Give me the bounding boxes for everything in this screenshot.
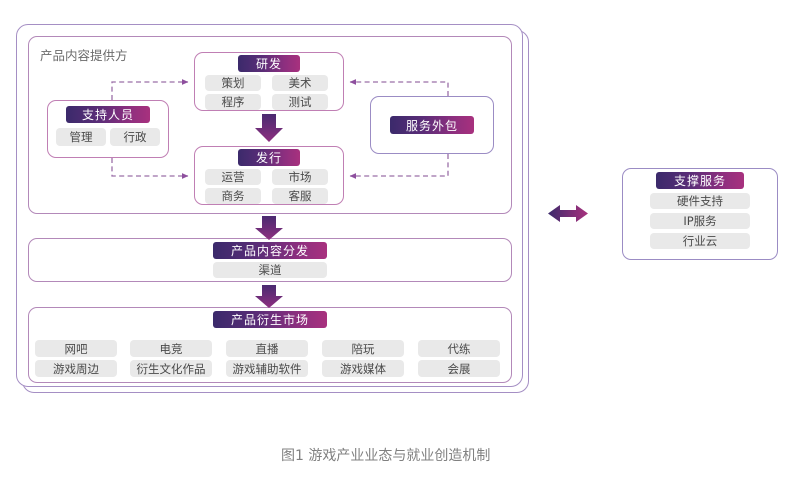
badge-publishing: 发行 bbox=[238, 149, 300, 166]
chip-support-staff-1[interactable]: 行政 bbox=[110, 128, 160, 146]
chip-support-services-1[interactable]: IP服务 bbox=[650, 213, 750, 229]
badge-outsourcing: 服务外包 bbox=[390, 116, 474, 134]
provider-section-label: 产品内容提供方 bbox=[40, 48, 128, 63]
chip-derivative-r2-4[interactable]: 会展 bbox=[418, 360, 500, 377]
chip-rd-3[interactable]: 测试 bbox=[272, 94, 328, 110]
chip-derivative-r2-0[interactable]: 游戏周边 bbox=[35, 360, 117, 377]
chip-derivative-r1-0[interactable]: 网吧 bbox=[35, 340, 117, 357]
chip-derivative-r1-3[interactable]: 陪玩 bbox=[322, 340, 404, 357]
badge-distribution: 产品内容分发 bbox=[213, 242, 327, 259]
chip-support-services-2[interactable]: 行业云 bbox=[650, 233, 750, 249]
chip-publishing-0[interactable]: 运营 bbox=[205, 169, 261, 185]
arrow-bidirectional-support bbox=[548, 205, 588, 222]
chip-rd-2[interactable]: 程序 bbox=[205, 94, 261, 110]
chip-support-services-0[interactable]: 硬件支持 bbox=[650, 193, 750, 209]
chip-rd-1[interactable]: 美术 bbox=[272, 75, 328, 91]
chip-rd-0[interactable]: 策划 bbox=[205, 75, 261, 91]
chip-publishing-1[interactable]: 市场 bbox=[272, 169, 328, 185]
chip-derivative-r1-2[interactable]: 直播 bbox=[226, 340, 308, 357]
badge-rd: 研发 bbox=[238, 55, 300, 72]
badge-derivative-market: 产品衍生市场 bbox=[213, 311, 327, 328]
chip-derivative-r2-1[interactable]: 衍生文化作品 bbox=[130, 360, 212, 377]
chip-publishing-3[interactable]: 客服 bbox=[272, 188, 328, 204]
chip-distribution-0[interactable]: 渠道 bbox=[213, 262, 327, 278]
chip-derivative-r1-4[interactable]: 代练 bbox=[418, 340, 500, 357]
chip-publishing-2[interactable]: 商务 bbox=[205, 188, 261, 204]
badge-support-services: 支撑服务 bbox=[656, 172, 744, 189]
chip-support-staff-0[interactable]: 管理 bbox=[56, 128, 106, 146]
chip-derivative-r2-3[interactable]: 游戏媒体 bbox=[322, 360, 404, 377]
figure-caption: 图1 游戏产业业态与就业创造机制 bbox=[281, 448, 491, 464]
badge-support-staff: 支持人员 bbox=[66, 106, 150, 123]
chip-derivative-r2-2[interactable]: 游戏辅助软件 bbox=[226, 360, 308, 377]
chip-derivative-r1-1[interactable]: 电竞 bbox=[130, 340, 212, 357]
